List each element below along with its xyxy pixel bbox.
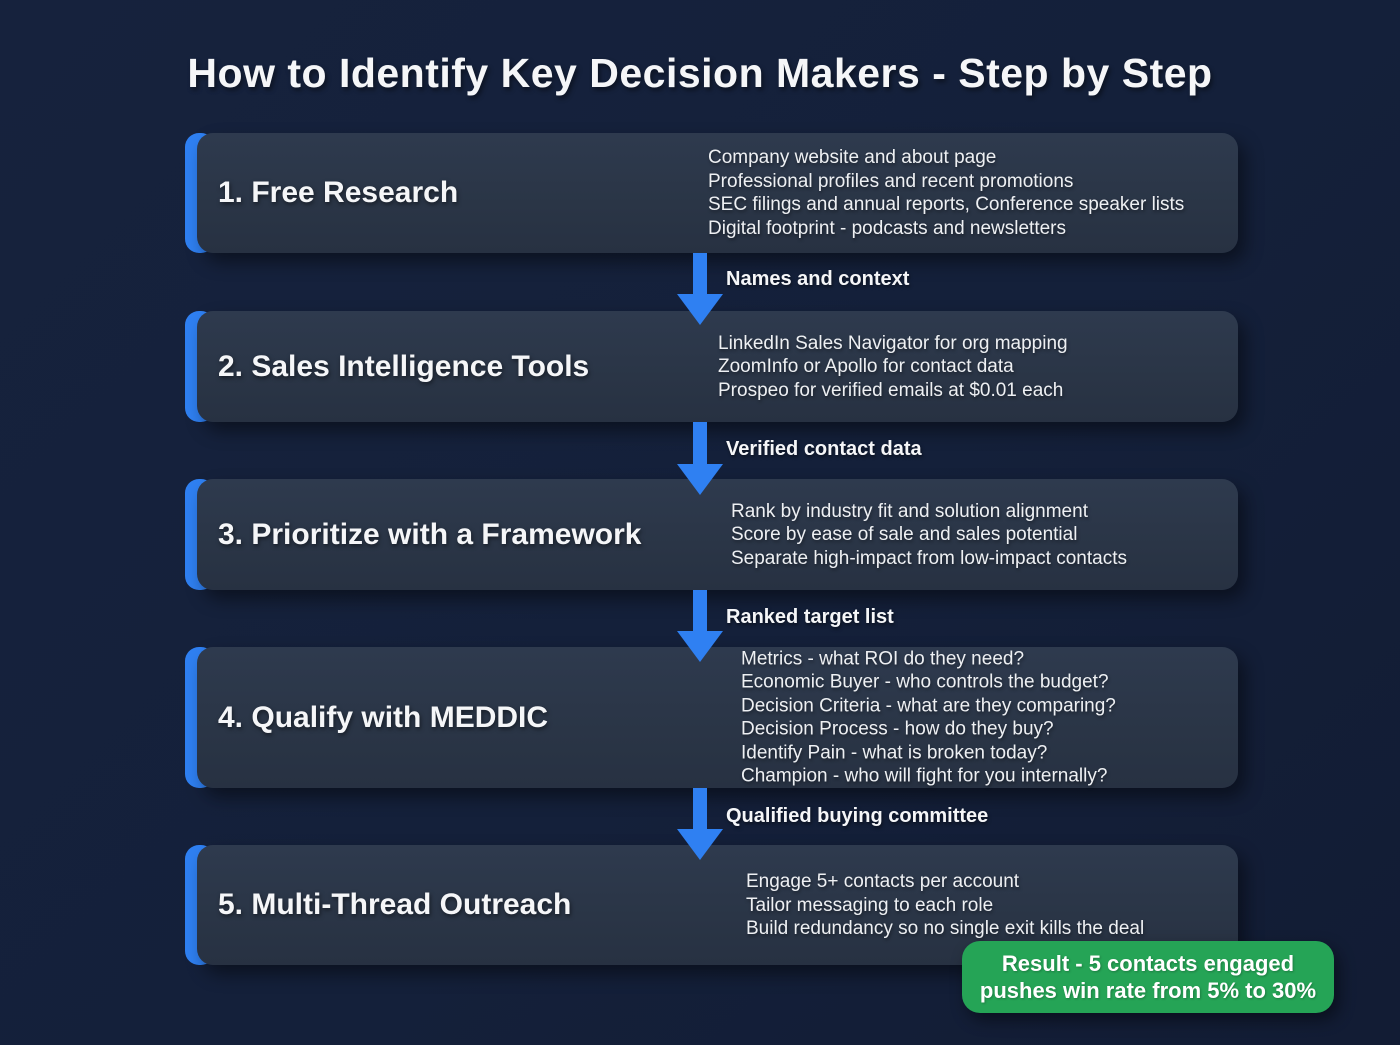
detail-line: LinkedIn Sales Navigator for org mapping: [718, 332, 1068, 354]
flow-arrow-down-icon: [677, 590, 723, 662]
step-title: 4. Qualify with MEDDIC: [218, 700, 549, 734]
step-title: 5. Multi-Thread Outreach: [218, 888, 572, 921]
arrow-head: [677, 464, 723, 495]
arrow-head: [677, 829, 723, 860]
result-line: pushes win rate from 5% to 30%: [979, 978, 1317, 1003]
step-card-body: 4. Qualify with MEDDIC Metrics - what RO…: [197, 647, 1238, 788]
arrow-stem: [693, 253, 707, 294]
detail-line: Rank by industry fit and solution alignm…: [731, 500, 1088, 522]
connector-label: Qualified buying committee: [726, 805, 989, 827]
step-title: 1. Free Research: [218, 176, 459, 209]
step-title: 3. Prioritize with a Framework: [218, 517, 642, 551]
page-title: How to Identify Key Decision Makers - St…: [187, 50, 1213, 96]
detail-line: Decision Criteria - what are they compar…: [741, 695, 1116, 716]
arrow-stem: [693, 590, 707, 631]
detail-line: Professional profiles and recent promoti…: [708, 170, 1074, 192]
arrow-head: [677, 631, 723, 662]
detail-line: Metrics - what ROI do they need?: [741, 648, 1025, 669]
step-title: 2. Sales Intelligence Tools: [218, 349, 590, 383]
detail-line: Separate high-impact from low-impact con…: [731, 547, 1127, 569]
step-card-body: 3. Prioritize with a Framework Rank by i…: [197, 479, 1238, 590]
detail-line: Tailor messaging to each role: [746, 894, 994, 916]
detail-line: Economic Buyer - who controls the budget…: [741, 671, 1109, 693]
result-line: Result - 5 contacts engaged: [1001, 951, 1295, 976]
flow-arrow-down-icon: [677, 422, 723, 495]
step-card-qualify-meddic: 4. Qualify with MEDDIC Metrics - what RO…: [185, 647, 1238, 788]
step-details: Metrics - what ROI do they need?Economic…: [741, 647, 1116, 788]
flow-arrow-down-icon: [677, 253, 723, 325]
connector-label: Ranked target list: [726, 606, 894, 628]
arrow-stem: [693, 422, 707, 464]
connector-label: Names and context: [726, 268, 910, 290]
step-card-multi-thread-outreach: 5. Multi-Thread Outreach Engage 5+ conta…: [185, 845, 1238, 965]
detail-line: Build redundancy so no single exit kills…: [746, 917, 1145, 939]
detail-line: Champion - who will fight for you intern…: [741, 765, 1108, 787]
step-details: Rank by industry fit and solution alignm…: [731, 499, 1127, 570]
detail-line: Digital footprint - podcasts and newslet…: [708, 217, 1067, 239]
detail-line: Company website and about page: [708, 147, 997, 168]
connector-label: Verified contact data: [726, 438, 922, 460]
step-card-body: 2. Sales Intelligence Tools LinkedIn Sal…: [197, 311, 1238, 422]
arrow-stem: [693, 788, 707, 829]
detail-line: Score by ease of sale and sales potentia…: [731, 523, 1078, 545]
detail-line: Identify Pain - what is broken today?: [741, 742, 1048, 763]
step-card-sales-intelligence-tools: 2. Sales Intelligence Tools LinkedIn Sal…: [185, 311, 1238, 422]
detail-line: Prospeo for verified emails at $0.01 eac…: [718, 379, 1064, 401]
detail-line: SEC filings and annual reports, Conferen…: [708, 194, 1185, 215]
step-details: LinkedIn Sales Navigator for org mapping…: [718, 331, 1068, 402]
detail-line: Decision Process - how do they buy?: [741, 718, 1054, 740]
step-card-body: 1. Free Research Company website and abo…: [197, 133, 1238, 253]
arrow-head: [677, 294, 723, 325]
step-card-free-research: 1. Free Research Company website and abo…: [185, 133, 1238, 253]
detail-line: Engage 5+ contacts per account: [746, 870, 1020, 892]
detail-line: ZoomInfo or Apollo for contact data: [718, 355, 1014, 377]
step-card-prioritize-framework: 3. Prioritize with a Framework Rank by i…: [185, 479, 1238, 590]
flow-arrow-down-icon: [677, 788, 723, 860]
